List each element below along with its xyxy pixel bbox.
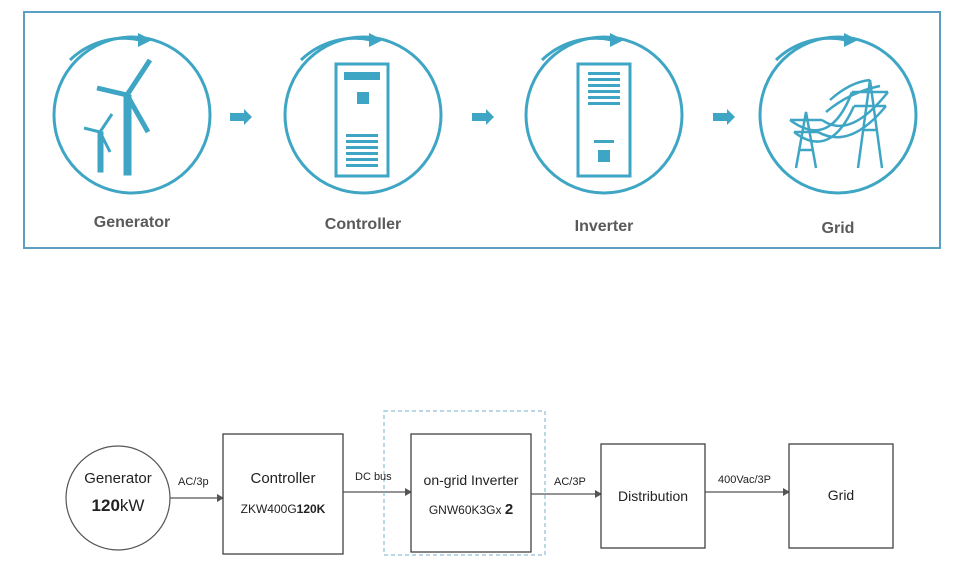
link-label-distribution-grid: 400Vac/3P: [718, 474, 772, 486]
inverter-label: Inverter: [574, 218, 634, 235]
cycle-arrow-icon: [68, 36, 141, 62]
controller-model-number: 120K: [296, 502, 326, 516]
wind-turbine-icon: [83, 58, 153, 176]
inverter-stage-icon: [524, 33, 684, 195]
grid-node: [788, 443, 894, 549]
generator-power-number: 120: [91, 496, 120, 515]
flow-arrow-2: [472, 109, 494, 125]
controller-stage-icon: [283, 33, 443, 195]
inverter-node-model: GNW60K3Gx 2: [411, 501, 531, 518]
grid-node-title: Grid: [827, 487, 855, 503]
controller-model-prefix: ZKW400G: [240, 502, 297, 516]
link-label-controller-inverter: DC bus: [355, 471, 392, 483]
distribution-node: [600, 443, 706, 549]
flow-arrow-1: [230, 109, 252, 125]
controller-label: Controller: [324, 216, 402, 233]
controller-cabinet-icon: [334, 62, 390, 178]
inverter-count: 2: [504, 501, 514, 518]
grid-label: Grid: [821, 220, 855, 237]
controller-node-title: Controller: [250, 470, 316, 487]
generator-stage-icon: [52, 33, 212, 195]
inverter-cabinet-icon: [576, 62, 632, 178]
power-tower-icon: [789, 78, 889, 169]
link-label-gen-controller: AC/3p: [178, 476, 209, 488]
generator-node-title: Generator: [84, 470, 152, 487]
controller-node-model: ZKW400G120K: [223, 502, 343, 516]
inverter-model: GNW60K3Gx: [428, 503, 502, 517]
controller-node: [222, 433, 344, 555]
inverter-group-dashed: [383, 410, 546, 556]
inverter-node: [410, 433, 532, 553]
generator-power-unit: kW: [119, 496, 145, 515]
distribution-node-title: Distribution: [617, 488, 689, 504]
flow-arrow-3: [713, 109, 735, 125]
generator-label: Generator: [93, 214, 171, 231]
inverter-node-title: on-grid Inverter: [423, 472, 519, 488]
generator-node-power: 120kW: [66, 496, 170, 516]
grid-stage-icon: [758, 33, 918, 195]
generator-ring: [52, 35, 212, 195]
link-label-inverter-distribution: AC/3P: [554, 476, 586, 488]
